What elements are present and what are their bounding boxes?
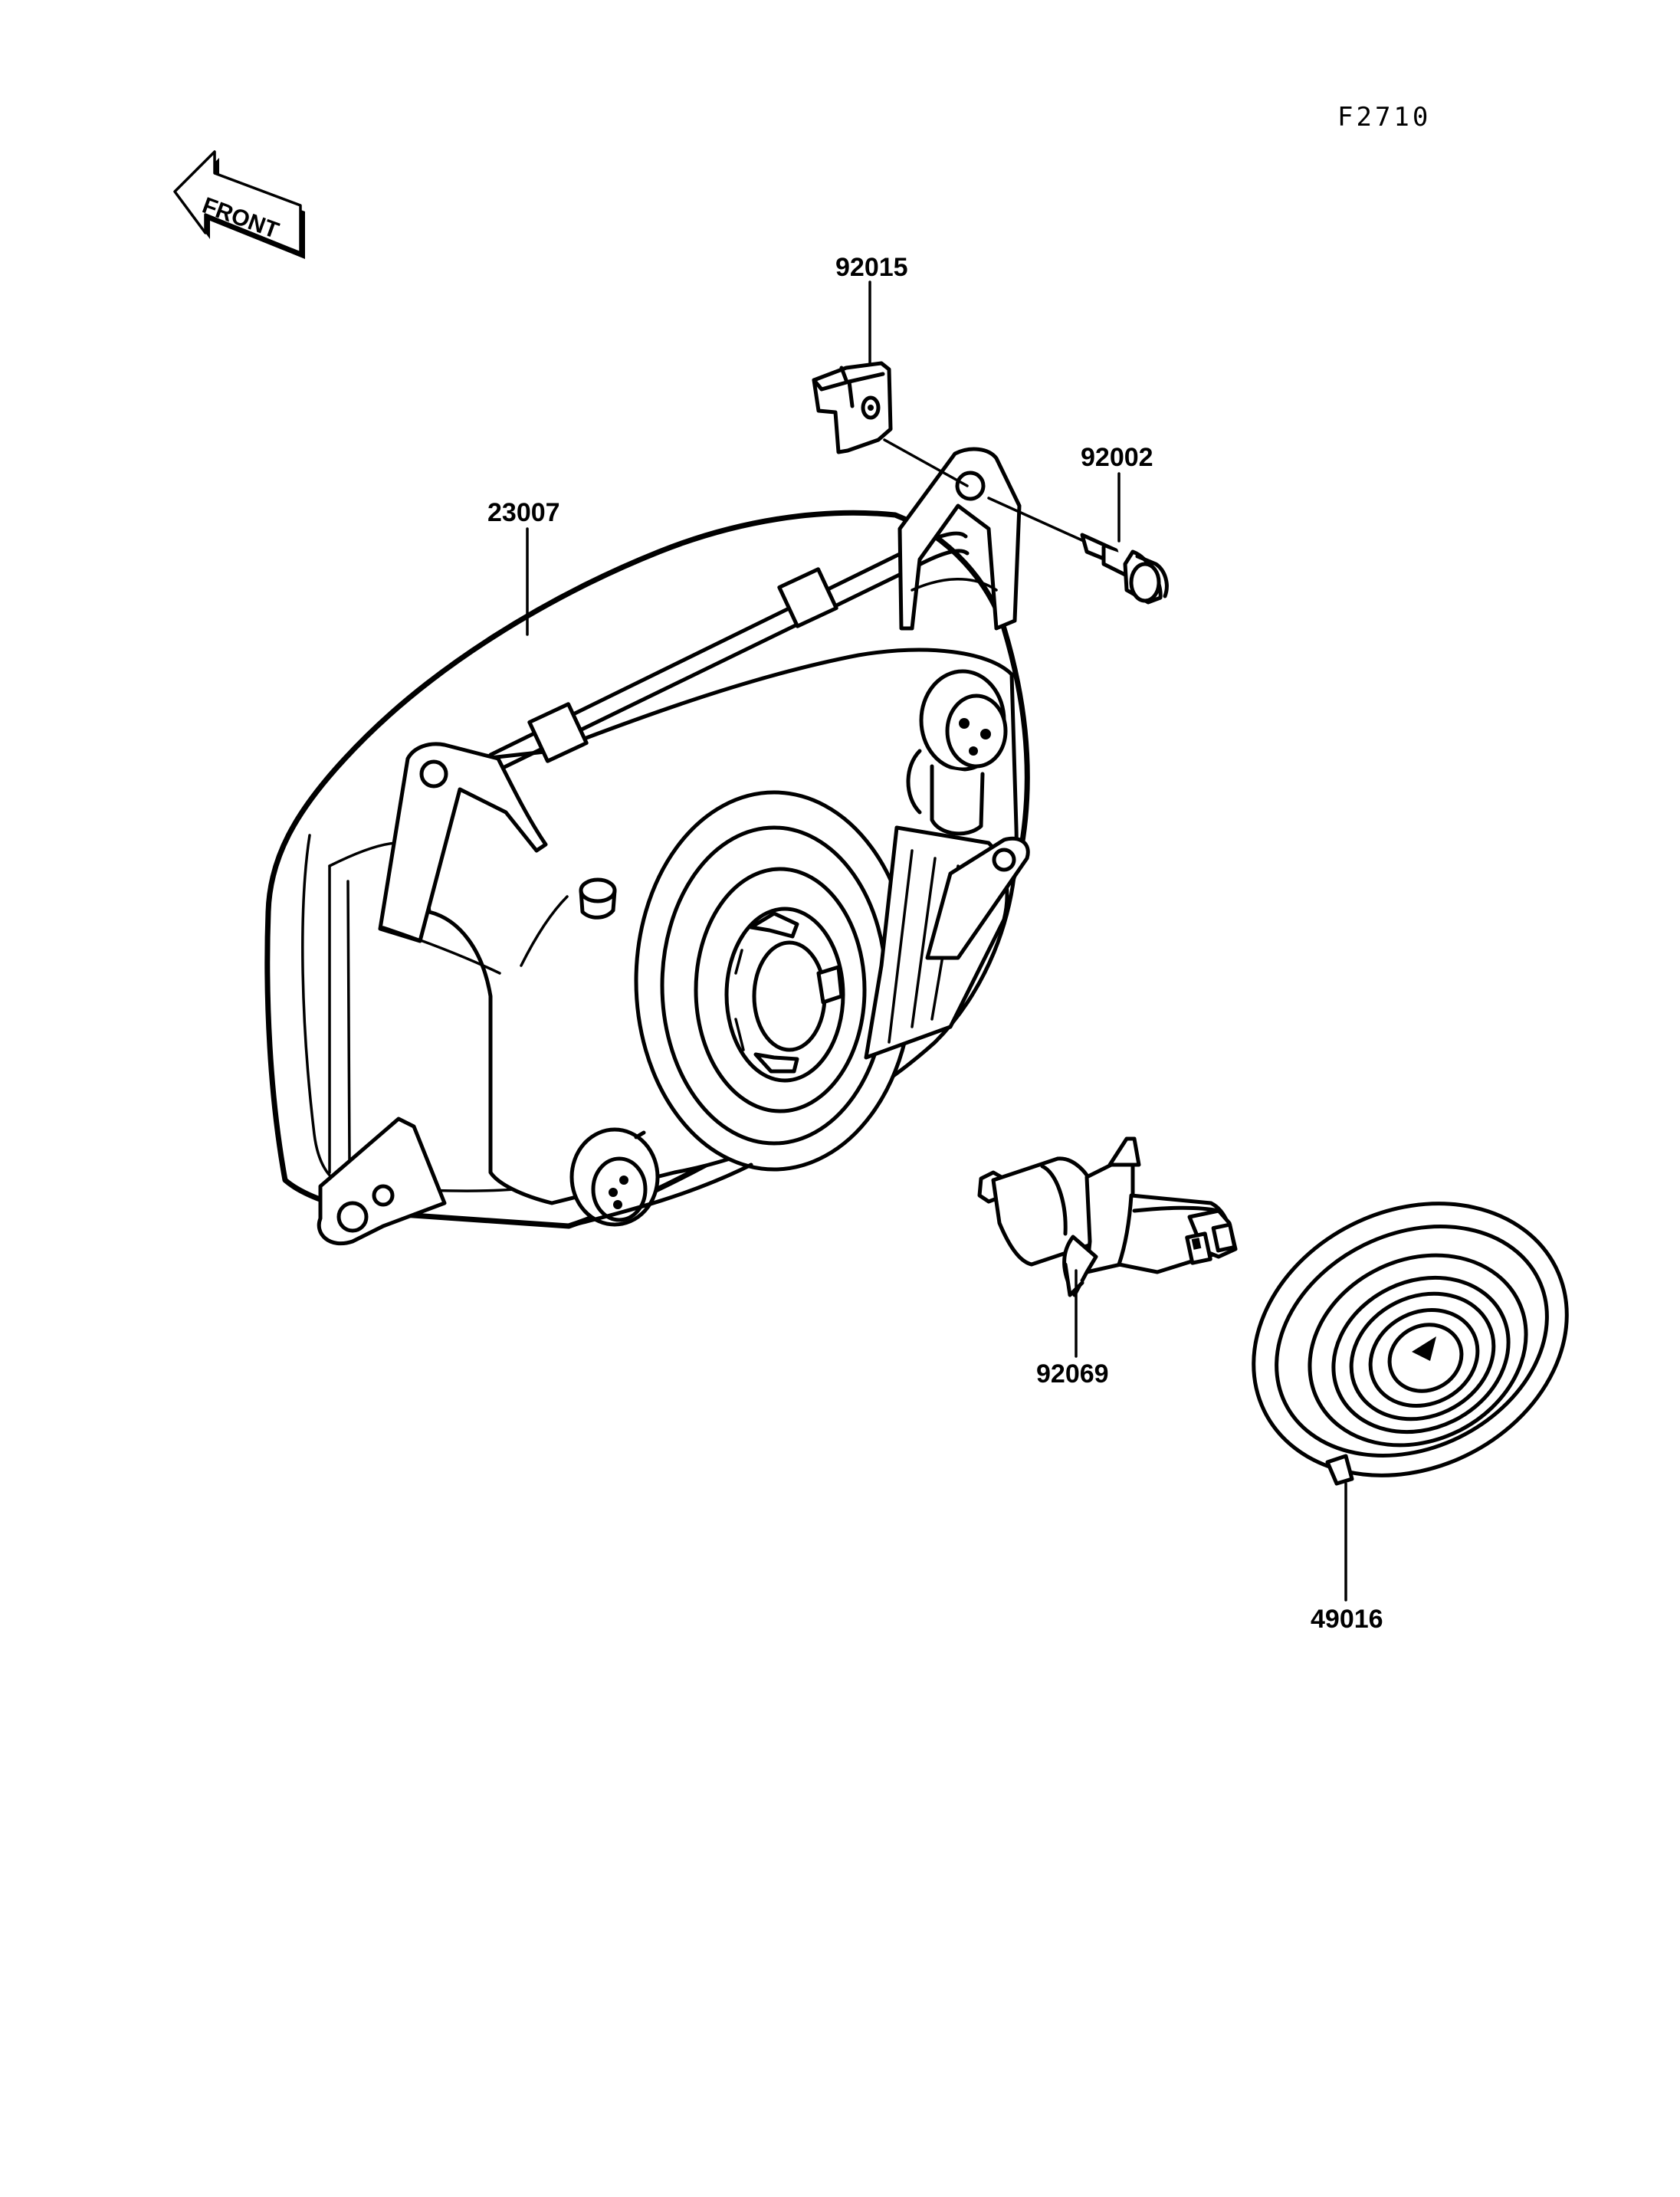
part-number-23007: 23007 bbox=[487, 498, 560, 527]
bulb-drawing bbox=[977, 1136, 1238, 1297]
figure-code: F2710 bbox=[1337, 102, 1431, 133]
clip-nut-drawing bbox=[812, 361, 893, 454]
part-number-92002: 92002 bbox=[1081, 443, 1153, 472]
front-arrow-icon: FRONT bbox=[173, 150, 305, 259]
cap-drawing bbox=[1252, 1202, 1569, 1486]
part-number-92069: 92069 bbox=[1036, 1359, 1109, 1389]
bolt-drawing bbox=[1080, 533, 1169, 605]
part-number-92015: 92015 bbox=[835, 253, 908, 282]
part-number-49016: 49016 bbox=[1311, 1605, 1383, 1634]
leader-lines bbox=[526, 280, 1347, 1602]
headlight-unit-drawing bbox=[264, 447, 1030, 1246]
